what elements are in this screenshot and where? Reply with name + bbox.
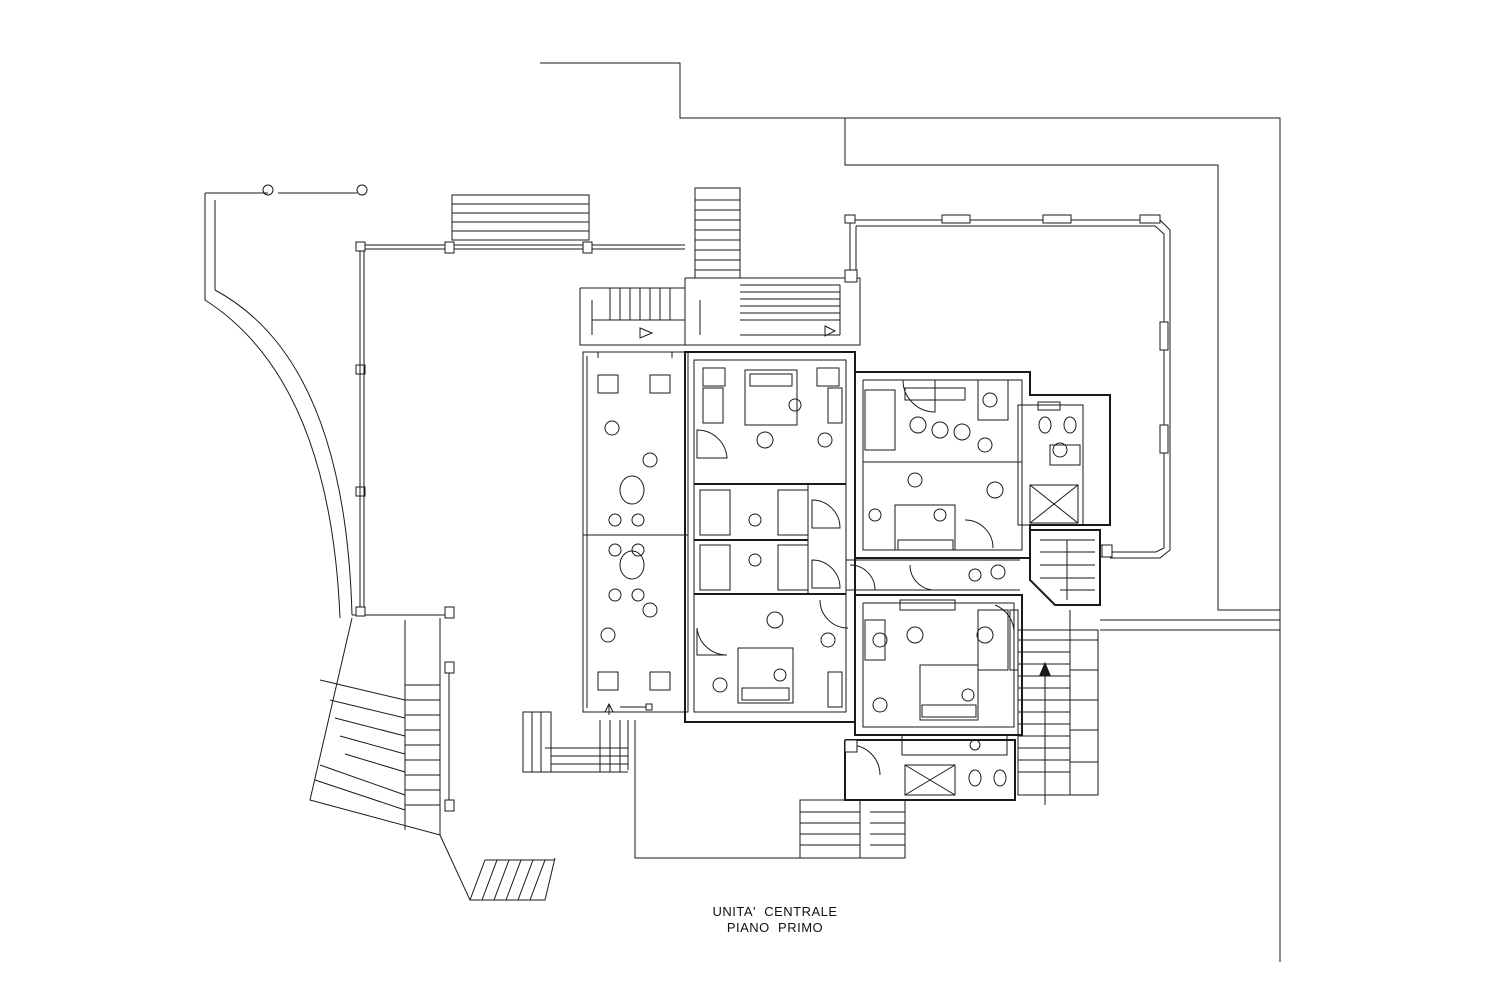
stair-bottom-centre: [799, 799, 906, 859]
stair-right-entry: [1017, 610, 1099, 805]
stair-right-service: [1029, 529, 1113, 606]
drawing-title-floor: PIANO PRIMO: [726, 920, 824, 935]
dining-room: [582, 351, 689, 715]
stair-lower-left: [309, 606, 556, 901]
right-upper-unit: [854, 371, 1111, 559]
site-boundary: [540, 62, 1281, 962]
lower-courtyard: [522, 711, 860, 859]
wheelchair-figures: [712, 392, 1068, 751]
dining-furniture: [597, 374, 671, 691]
lower-bathroom: [844, 734, 1016, 801]
stair-top-left: [451, 194, 590, 241]
corridor: [846, 559, 1020, 591]
curved-terrace: [204, 184, 685, 619]
stair-left-entry: [579, 287, 685, 346]
stair-central-top: [684, 187, 861, 346]
right-terrace: [844, 214, 1171, 559]
right-lower-unit: [854, 594, 1023, 736]
drawing-title-unit: UNITA' CENTRALE: [712, 904, 838, 919]
central-block: [684, 351, 856, 723]
